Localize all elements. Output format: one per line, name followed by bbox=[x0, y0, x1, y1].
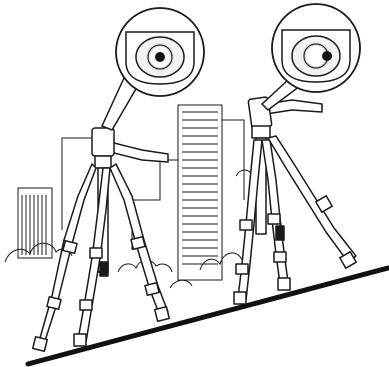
right-tripod bbox=[234, 97, 356, 304]
tall-center-building bbox=[178, 105, 222, 280]
right-level-bubble-callout bbox=[262, 4, 360, 110]
left-tripod-head bbox=[92, 128, 114, 156]
left-level-bubble-dot bbox=[155, 52, 165, 62]
right-frame-building bbox=[222, 120, 244, 200]
left-tripod bbox=[33, 128, 170, 351]
left-building bbox=[18, 188, 52, 258]
left-tripod-pan-handle bbox=[110, 142, 168, 162]
right-level-bubble-dot bbox=[322, 51, 332, 61]
